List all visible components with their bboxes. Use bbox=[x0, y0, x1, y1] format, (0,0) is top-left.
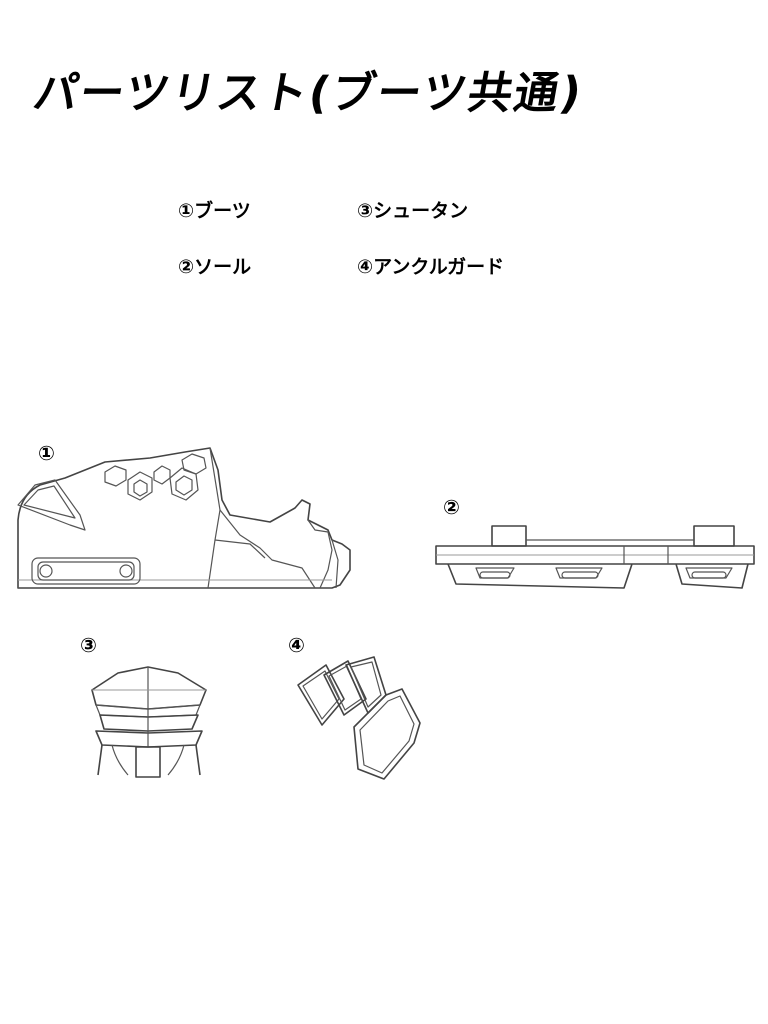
figure-number-sole: ② bbox=[443, 495, 460, 519]
figure-number-boots: ① bbox=[38, 441, 55, 465]
ankle-guard-drawing bbox=[297, 656, 421, 780]
shoe-tongue-drawing bbox=[91, 666, 207, 778]
figure-number-ankle-guard: ④ bbox=[288, 633, 305, 657]
page-title: パーツリスト(ブーツ共通) bbox=[29, 68, 588, 119]
sole-drawing bbox=[435, 525, 755, 589]
boots-drawing bbox=[17, 447, 351, 589]
legend-item-ankle-guard: ④アンクルガード bbox=[357, 256, 505, 278]
legend-item-boots: ①ブーツ bbox=[178, 200, 251, 222]
legend-item-shoe-tongue: ③シュータン bbox=[357, 200, 469, 222]
legend-item-sole: ②ソール bbox=[178, 256, 252, 278]
figure-number-shoe-tongue: ③ bbox=[80, 633, 97, 657]
